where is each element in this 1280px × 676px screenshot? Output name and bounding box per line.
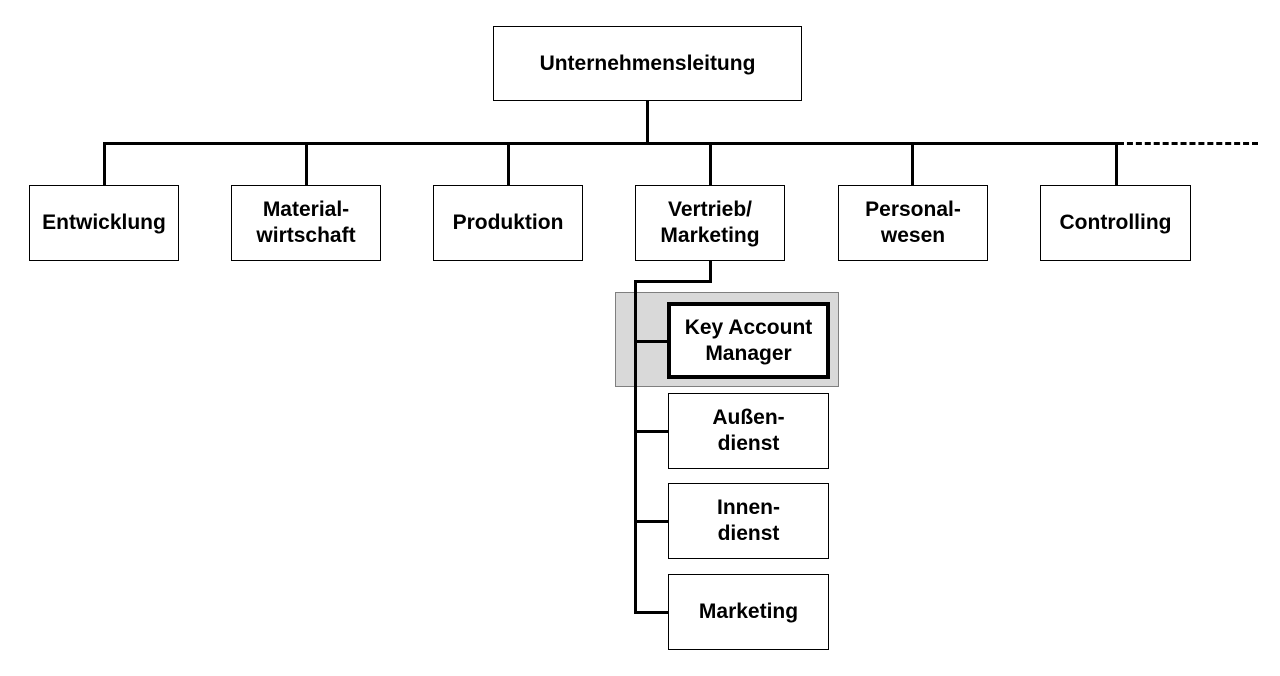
sub-unit-box-innendienst: Innen- dienst <box>668 483 829 559</box>
department-label: Material- wirtschaft <box>256 198 356 247</box>
aussendienst-branch <box>634 430 668 433</box>
innendienst-branch <box>634 520 668 523</box>
department-box-vertrieb: Vertrieb/ Marketing <box>635 185 785 261</box>
vertrieb-down-connector <box>709 260 712 282</box>
root-box: Unternehmensleitung <box>493 26 802 101</box>
sub-unit-spine <box>634 280 637 614</box>
department-box-materialwirtschaft: Material- wirtschaft <box>231 185 381 261</box>
sub-unit-label: Innen- dienst <box>717 496 780 545</box>
materialwirtschaft-connector <box>305 142 308 186</box>
controlling-connector <box>1115 142 1118 186</box>
department-box-produktion: Produktion <box>433 185 583 261</box>
continuation-dashed-line <box>1118 142 1258 145</box>
department-box-controlling: Controlling <box>1040 185 1191 261</box>
produktion-connector <box>507 142 510 186</box>
sub-unit-label: Key Account Manager <box>684 315 813 365</box>
department-box-personalwesen: Personal- wesen <box>838 185 988 261</box>
sub-unit-box-marketing: Marketing <box>668 574 829 650</box>
department-label: Vertrieb/ Marketing <box>660 198 760 247</box>
department-box-entwicklung: Entwicklung <box>29 185 179 261</box>
root-connector <box>646 101 649 144</box>
sub-unit-label: Marketing <box>698 600 799 623</box>
entwicklung-connector <box>103 142 106 186</box>
vertrieb-connector <box>709 142 712 186</box>
department-bus-line <box>104 142 1118 145</box>
department-label: Produktion <box>452 211 564 234</box>
sub-unit-box-aussendienst: Außen- dienst <box>668 393 829 469</box>
personalwesen-connector <box>911 142 914 186</box>
sub-unit-label: Außen- dienst <box>712 406 785 455</box>
department-label: Personal- wesen <box>865 198 961 247</box>
sub-unit-box-key-account-manager: Key Account Manager <box>667 302 830 379</box>
key-account-branch <box>634 340 668 343</box>
vertrieb-elbow-line <box>634 280 712 283</box>
marketing-branch <box>634 611 668 614</box>
department-label: Entwicklung <box>42 211 166 234</box>
department-label: Controlling <box>1059 211 1172 234</box>
root-label: Unternehmensleitung <box>539 51 756 75</box>
